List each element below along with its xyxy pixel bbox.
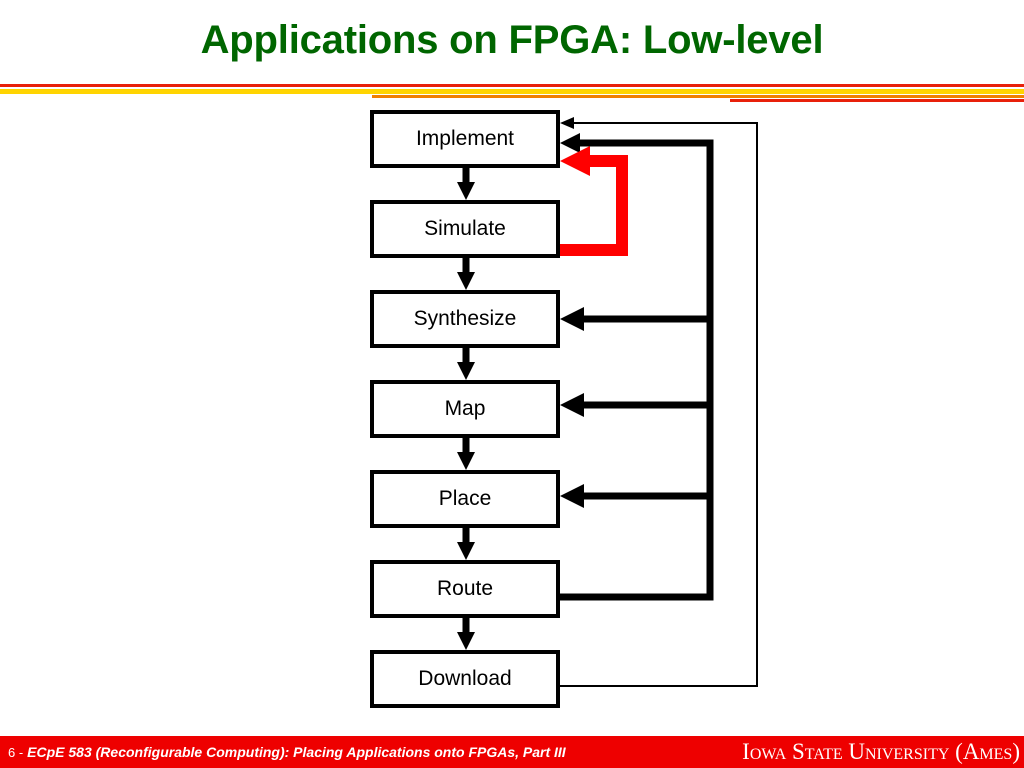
flow-node-synthesize[interactable]: Synthesize: [370, 290, 560, 348]
header-rule-gap-upper: [0, 87, 1024, 89]
page-title: Applications on FPGA: Low-level: [200, 18, 824, 62]
flow-node-label: Implement: [415, 127, 515, 150]
flow-node-label: Download: [418, 667, 512, 690]
flow-node-simulate[interactable]: Simulate: [370, 200, 560, 258]
flow-node-label: Synthesize: [413, 307, 517, 330]
feedback-edge-route-bus: [560, 133, 714, 601]
flow-node-label: Simulate: [424, 217, 506, 240]
header-rule-yellow: [0, 89, 1024, 94]
forward-edge-simulate-synthesize: [457, 258, 475, 290]
flow-node-label: Place: [438, 487, 492, 510]
footer-bar: [0, 736, 1024, 768]
forward-edge-route-download: [457, 618, 475, 650]
header-rule-orange-accent: [372, 95, 1024, 98]
flow-node-map[interactable]: Map: [370, 380, 560, 438]
forward-edge-synthesize-map: [457, 348, 475, 380]
flow-node-place[interactable]: Place: [370, 470, 560, 528]
header-rule-gap-lower: [0, 94, 1024, 95]
course-caption: ECpE 583 (Reconfigurable Computing): Pla…: [27, 744, 566, 760]
footer-left-group: 6 - ECpE 583 (Reconfigurable Computing):…: [8, 740, 566, 764]
flow-node-implement[interactable]: Implement: [370, 110, 560, 168]
forward-edge-implement-simulate: [457, 168, 475, 200]
feedback-edge-simulate-implement-red: [560, 146, 628, 256]
flow-node-route[interactable]: Route: [370, 560, 560, 618]
feedback-edge-download-implement: [560, 117, 758, 687]
institution-name: Iowa State University (Ames): [742, 739, 1020, 764]
forward-edge-map-place: [457, 438, 475, 470]
flow-node-label: Route: [436, 577, 494, 600]
header-rule-red: [0, 84, 1024, 87]
slide-number: 6 -: [8, 744, 24, 760]
flow-node-label: Map: [444, 397, 486, 420]
header-rule-red-accent: [730, 99, 1024, 102]
forward-edge-place-route: [457, 528, 475, 560]
flow-node-download[interactable]: Download: [370, 650, 560, 708]
